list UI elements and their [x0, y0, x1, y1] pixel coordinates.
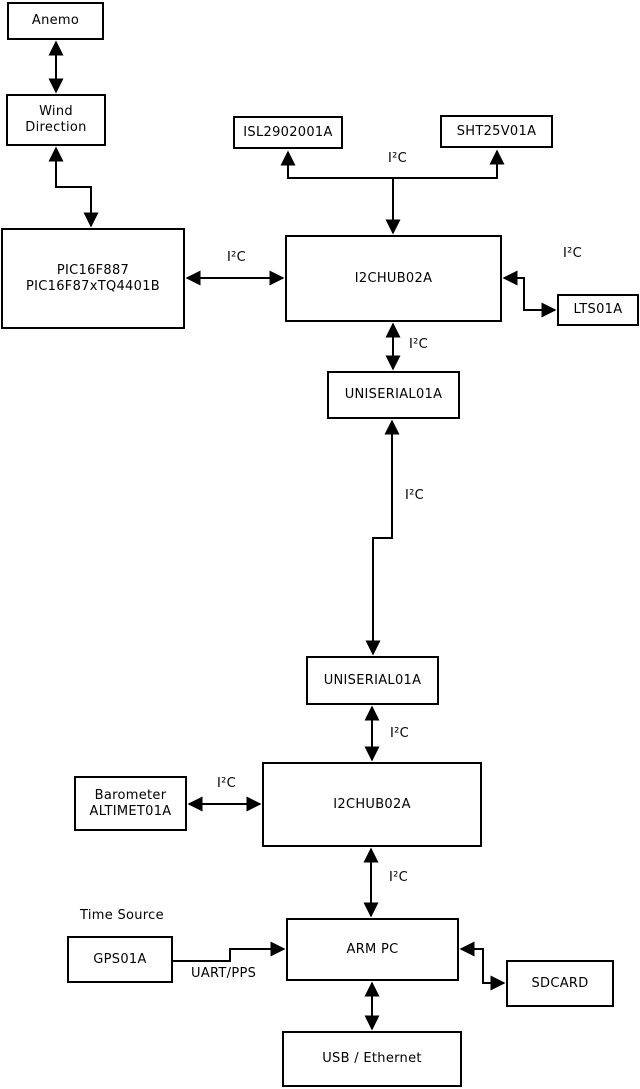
box-lts01a-label: LTS01A [573, 302, 623, 317]
box-sdcard-label: SDCARD [531, 975, 589, 991]
label-uart-pps: UART/PPS [191, 966, 257, 981]
box-gps01a-label: GPS01A [93, 951, 147, 967]
box-isl2902001a: ISL2902001A [233, 116, 343, 149]
box-barometer-label-line1: Barometer [94, 787, 167, 803]
box-usb-ethernet-label: USB / Ethernet [322, 1051, 422, 1066]
label-i2c-isl-sht: I²C [388, 151, 408, 166]
box-barometer-label-line2: ALTIMET01A [89, 803, 172, 819]
label-i2c-uni1-uni2: I²C [405, 488, 425, 503]
box-uniserial01a-lower-label: UNISERIAL01A [323, 672, 422, 688]
box-gps01a: GPS01A [67, 936, 173, 983]
box-pic-label-line2: PIC16F87xTQ4401B [26, 278, 160, 294]
box-isl2902001a-label: ISL2902001A [243, 124, 333, 140]
connector-armpc-sdcard [459, 941, 506, 991]
box-wind-direction: Wind Direction [6, 94, 106, 146]
label-i2c-hub1-uni1: I²C [409, 337, 429, 352]
box-arm-pc-label: ARM PC [346, 941, 399, 957]
connector-wind-pic [48, 146, 99, 228]
label-i2c-uni2-hub2: I²C [390, 726, 410, 741]
connector-hub1-lts [502, 270, 557, 318]
box-sdcard: SDCARD [506, 960, 614, 1007]
label-i2c-hub1-lts: I²C [563, 246, 583, 261]
box-i2chub02a-lower: I2CHUB02A [262, 762, 482, 847]
box-i2chub02a-lower-label: I2CHUB02A [333, 796, 411, 812]
box-uniserial01a-upper-label: UNISERIAL01A [344, 387, 443, 402]
box-usb-ethernet: USB / Ethernet [282, 1031, 462, 1087]
box-sht25v01a-label: SHT25V01A [456, 123, 537, 139]
box-wind-direction-label-line1: Wind [39, 104, 73, 119]
label-i2c-hub2-armpc: I²C [389, 870, 409, 885]
box-anemometer-label: Anemo [31, 13, 80, 28]
label-i2c-baro-hub2: I²C [217, 776, 237, 791]
box-pic-microcontroller: PIC16F887 PIC16F87xTQ4401B [1, 228, 185, 329]
box-i2chub02a-upper: I2CHUB02A [285, 235, 502, 322]
box-uniserial01a-lower: UNISERIAL01A [306, 656, 439, 705]
box-wind-direction-label-line2: Direction [25, 120, 87, 135]
box-sht25v01a: SHT25V01A [440, 115, 553, 148]
box-barometer: Barometer ALTIMET01A [74, 776, 187, 831]
connector-uni1-uni2 [365, 419, 400, 656]
label-i2c-pic-hub1: I²C [227, 250, 247, 265]
box-lts01a: LTS01A [557, 294, 639, 326]
box-pic-label-line1: PIC16F887 [56, 262, 130, 278]
label-time-source: Time Source [80, 908, 164, 923]
box-i2chub02a-upper-label: I2CHUB02A [354, 270, 433, 286]
box-uniserial01a-upper: UNISERIAL01A [327, 371, 460, 419]
connector-gps-armpc [173, 941, 286, 962]
box-arm-pc: ARM PC [286, 918, 459, 981]
box-anemometer: Anemo [7, 2, 104, 40]
